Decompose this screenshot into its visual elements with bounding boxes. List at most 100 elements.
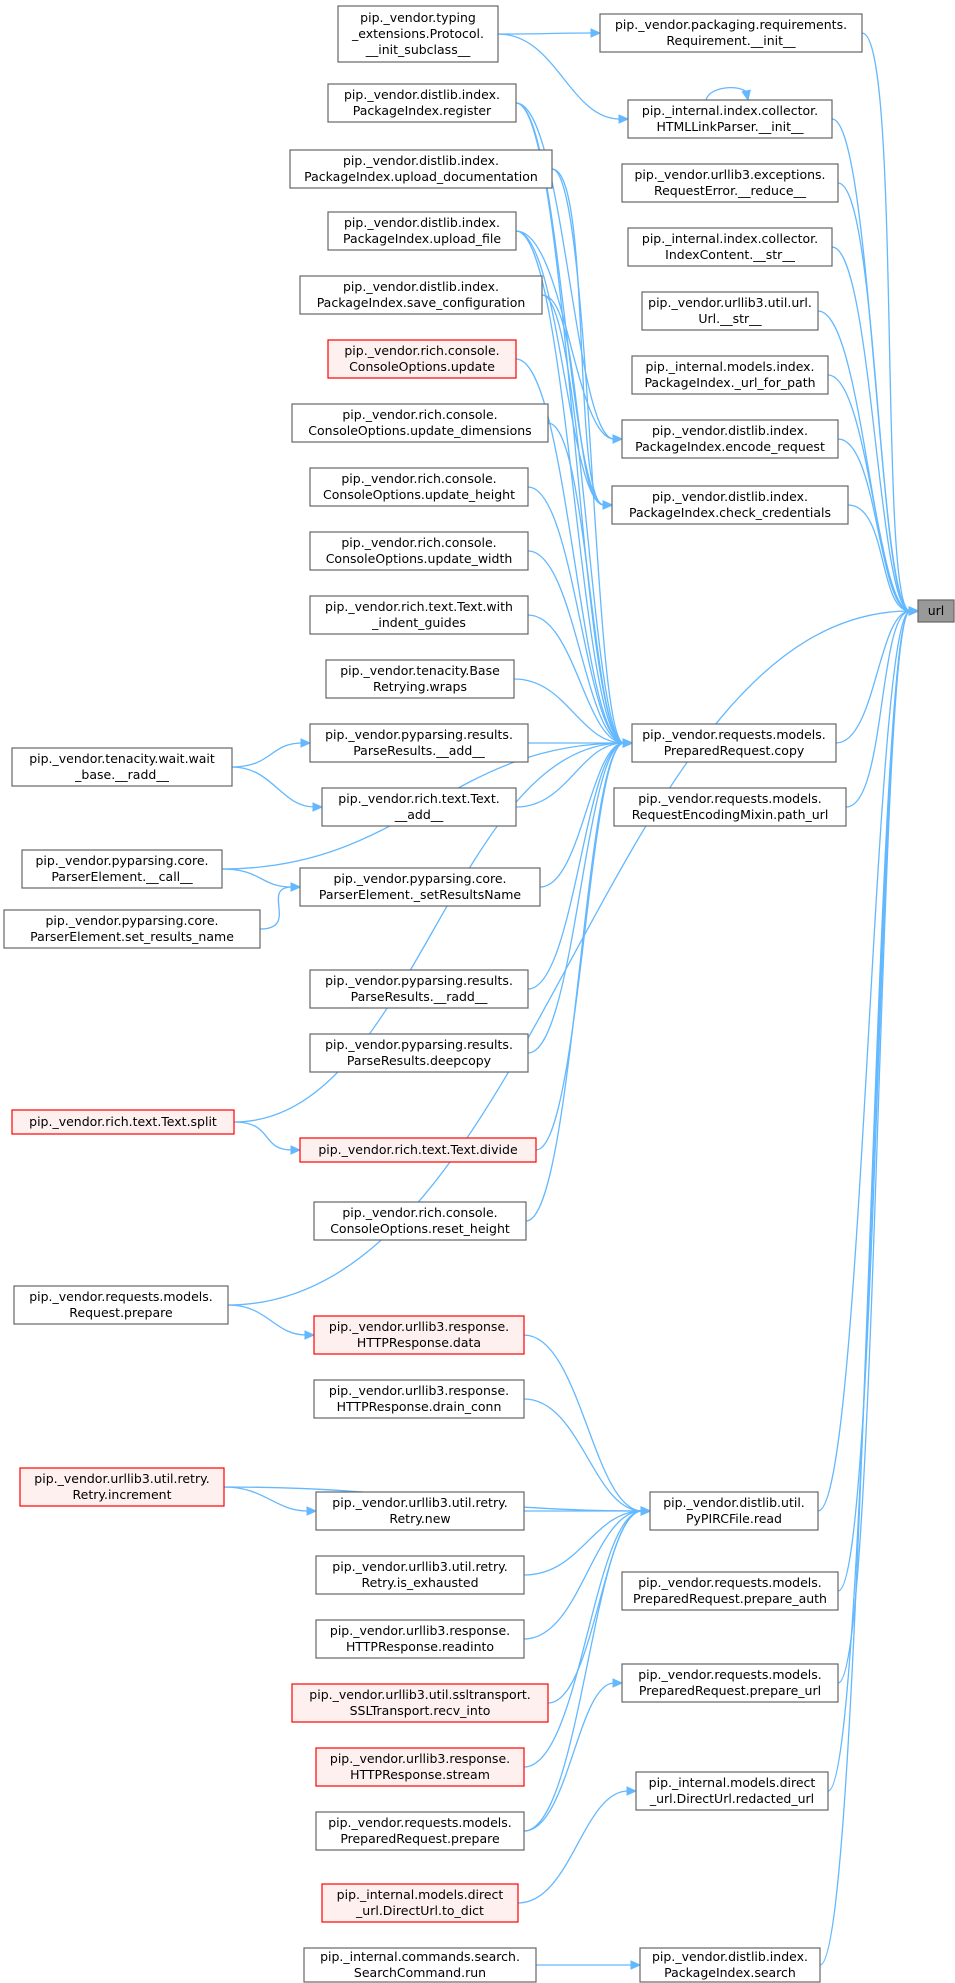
node-crh[interactable]: pip._vendor.rich.console.ConsoleOptions.… [313,1201,527,1241]
node-rexh[interactable]: pip._vendor.urllib3.util.retry.Retry.is_… [315,1555,525,1595]
node-label: ConsoleOptions.update_dimensions [308,423,531,438]
node-dtd[interactable]: pip._internal.models.direct_url.DirectUr… [321,1883,519,1923]
node-label: ConsoleOptions.update_width [326,551,513,566]
node-label: pip._vendor.rich.text.Text.split [29,1114,217,1129]
edge-layer [221,28,920,1970]
node-label: HTMLLinkParser.__init__ [656,119,804,134]
node-box [327,211,517,251]
node-ufile[interactable]: pip._vendor.distlib.index.PackageIndex.u… [327,211,517,251]
node-reg[interactable]: pip._vendor.distlib.index.PackageIndex.r… [327,83,517,123]
node-prp[interactable]: pip._vendor.requests.models.PreparedRequ… [315,1811,525,1851]
node-ddu[interactable]: pip._internal.models.direct_url.DirectUr… [635,1771,829,1811]
node-box [3,909,261,949]
node-label: pip._vendor.pyparsing.core. [35,853,208,868]
node-pcall[interactable]: pip._vendor.pyparsing.core.ParserElement… [21,849,223,889]
node-pauth[interactable]: pip._vendor.requests.models.PreparedRequ… [621,1571,839,1611]
edge-arrowhead [304,1330,316,1340]
node-tww[interactable]: pip._vendor.tenacity.wait.wait_base.__ra… [11,747,233,787]
edge-rexh-pypirc [523,1510,643,1576]
node-label: ParserElement._setResultsName [319,887,522,902]
node-label: IndexContent.__str__ [665,247,795,262]
node-hdc[interactable]: pip._vendor.urllib3.response.HTTPRespons… [313,1379,525,1419]
node-label: ParseResults.__add__ [353,743,485,758]
node-twig[interactable]: pip._vendor.rich.text.Text.with_indent_g… [309,595,529,635]
edge-arrowhead [612,434,624,444]
node-chgt[interactable]: pip._vendor.rich.console.ConsoleOptions.… [309,467,529,507]
node-rq[interactable]: pip._vendor.packaging.requirements.Requi… [599,13,863,53]
node-pypirc[interactable]: pip._vendor.distlib.util.PyPIRCFile.read [649,1491,819,1531]
node-reqp[interactable]: pip._vendor.requests.models.Request.prep… [13,1285,229,1325]
node-box [299,275,543,315]
node-purl[interactable]: pip._vendor.requests.models.RequestEncod… [613,787,847,827]
node-tadd[interactable]: pip._vendor.rich.text.Text.__add__ [321,787,517,827]
edge-srch-url [819,610,911,1966]
node-label: pip._internal.models.direct [337,1887,504,1902]
edge-tww-pradd [231,742,303,768]
node-url[interactable]: url [917,599,955,623]
edge-arrowhead [290,882,302,892]
node-ustr[interactable]: pip._vendor.urllib3.util.url.Url.__str__ [641,291,819,331]
node-label: pip._vendor.requests.models. [638,1667,822,1682]
node-hl[interactable]: pip._internal.index.collector.HTMLLinkPa… [627,99,833,139]
node-copy[interactable]: pip._vendor.requests.models.PreparedRequ… [631,723,837,763]
node-pradd[interactable]: pip._vendor.pyparsing.results.ParseResul… [309,723,529,763]
node-label: __add__ [394,807,444,822]
node-label: pip._vendor.requests.models. [638,791,822,806]
node-rnew[interactable]: pip._vendor.urllib3.util.retry.Retry.new [315,1491,525,1531]
node-tp[interactable]: pip._vendor.typing_extensions.Protocol._… [337,5,499,63]
node-psrn[interactable]: pip._vendor.pyparsing.core.ParserElement… [299,867,541,907]
node-label: url [928,603,945,618]
edge-arrowhead [300,738,312,748]
node-ufp[interactable]: pip._internal.models.index.PackageIndex.… [631,355,829,395]
node-box [631,723,837,763]
node-ccred[interactable]: pip._vendor.distlib.index.PackageIndex.c… [611,485,849,525]
edge-reqp-url [227,610,911,1306]
node-scfg[interactable]: pip._vendor.distlib.index.PackageIndex.s… [299,275,543,315]
node-label: pip._vendor.tenacity.wait.wait [29,751,215,766]
node-icstr[interactable]: pip._internal.index.collector.IndexConte… [627,227,833,267]
node-encr[interactable]: pip._vendor.distlib.index.PackageIndex.e… [621,419,839,459]
node-rinc[interactable]: pip._vendor.urllib3.util.retry.Retry.inc… [19,1467,225,1507]
node-label: RequestError.__reduce__ [654,183,807,198]
edge-ufile-copy [515,230,625,744]
node-label: pip._vendor.typing [360,10,476,25]
node-label: SSLTransport.recv_into [350,1703,491,1718]
node-prdc[interactable]: pip._vendor.pyparsing.results.ParseResul… [309,1033,529,1073]
node-label: pip._vendor.distlib.util. [663,1495,805,1510]
node-box [327,83,517,123]
node-label: RequestEncodingMixin.path_url [632,807,829,822]
node-prradd[interactable]: pip._vendor.pyparsing.results.ParseResul… [309,969,529,1009]
node-box [299,867,541,907]
node-cdim[interactable]: pip._vendor.rich.console.ConsoleOptions.… [291,403,549,443]
node-hrd[interactable]: pip._vendor.urllib3.response.HTTPRespons… [313,1315,525,1355]
node-ure[interactable]: pip._vendor.urllib3.exceptions.RequestEr… [621,163,839,203]
edge-arrowhead [640,1506,652,1516]
node-label: pip._vendor.urllib3.response. [329,1383,509,1398]
node-scmd[interactable]: pip._internal.commands.search.SearchComm… [303,1947,537,1983]
node-srch[interactable]: pip._vendor.distlib.index.PackageIndex.s… [639,1947,821,1983]
node-label: pip._vendor.urllib3.util.retry. [332,1495,507,1510]
edge-arrowhead [618,114,630,124]
edge-psrn-copy [539,742,625,888]
node-ssl[interactable]: pip._vendor.urllib3.util.ssltransport.SS… [291,1683,549,1723]
node-label: Request.prepare [69,1305,173,1320]
node-hrinto[interactable]: pip._vendor.urllib3.response.HTTPRespons… [315,1619,525,1659]
edge-prp-purl2 [523,1682,615,1832]
node-label: pip._vendor.rich.text.Text. [338,791,499,806]
node-cwid[interactable]: pip._vendor.rich.console.ConsoleOptions.… [309,531,529,571]
node-label: pip._vendor.distlib.index. [343,279,499,294]
node-udoc[interactable]: pip._vendor.distlib.index.PackageIndex.u… [289,149,553,189]
node-tdiv[interactable]: pip._vendor.rich.text.Text.divide [299,1137,537,1163]
node-label: HTTPResponse.drain_conn [337,1399,502,1414]
node-purl2[interactable]: pip._vendor.requests.models.PreparedRequ… [621,1663,839,1703]
node-cupd[interactable]: pip._vendor.rich.console.ConsoleOptions.… [327,339,517,379]
edge-reqp-hrd [227,1304,307,1336]
node-tsplit[interactable]: pip._vendor.rich.text.Text.split [11,1109,235,1135]
node-label: pip._vendor.requests.models. [642,727,826,742]
node-psrn2[interactable]: pip._vendor.pyparsing.core.ParserElement… [3,909,261,949]
node-box [621,1571,839,1611]
node-hstream[interactable]: pip._vendor.urllib3.response.HTTPRespons… [315,1747,525,1787]
node-box [309,723,529,763]
